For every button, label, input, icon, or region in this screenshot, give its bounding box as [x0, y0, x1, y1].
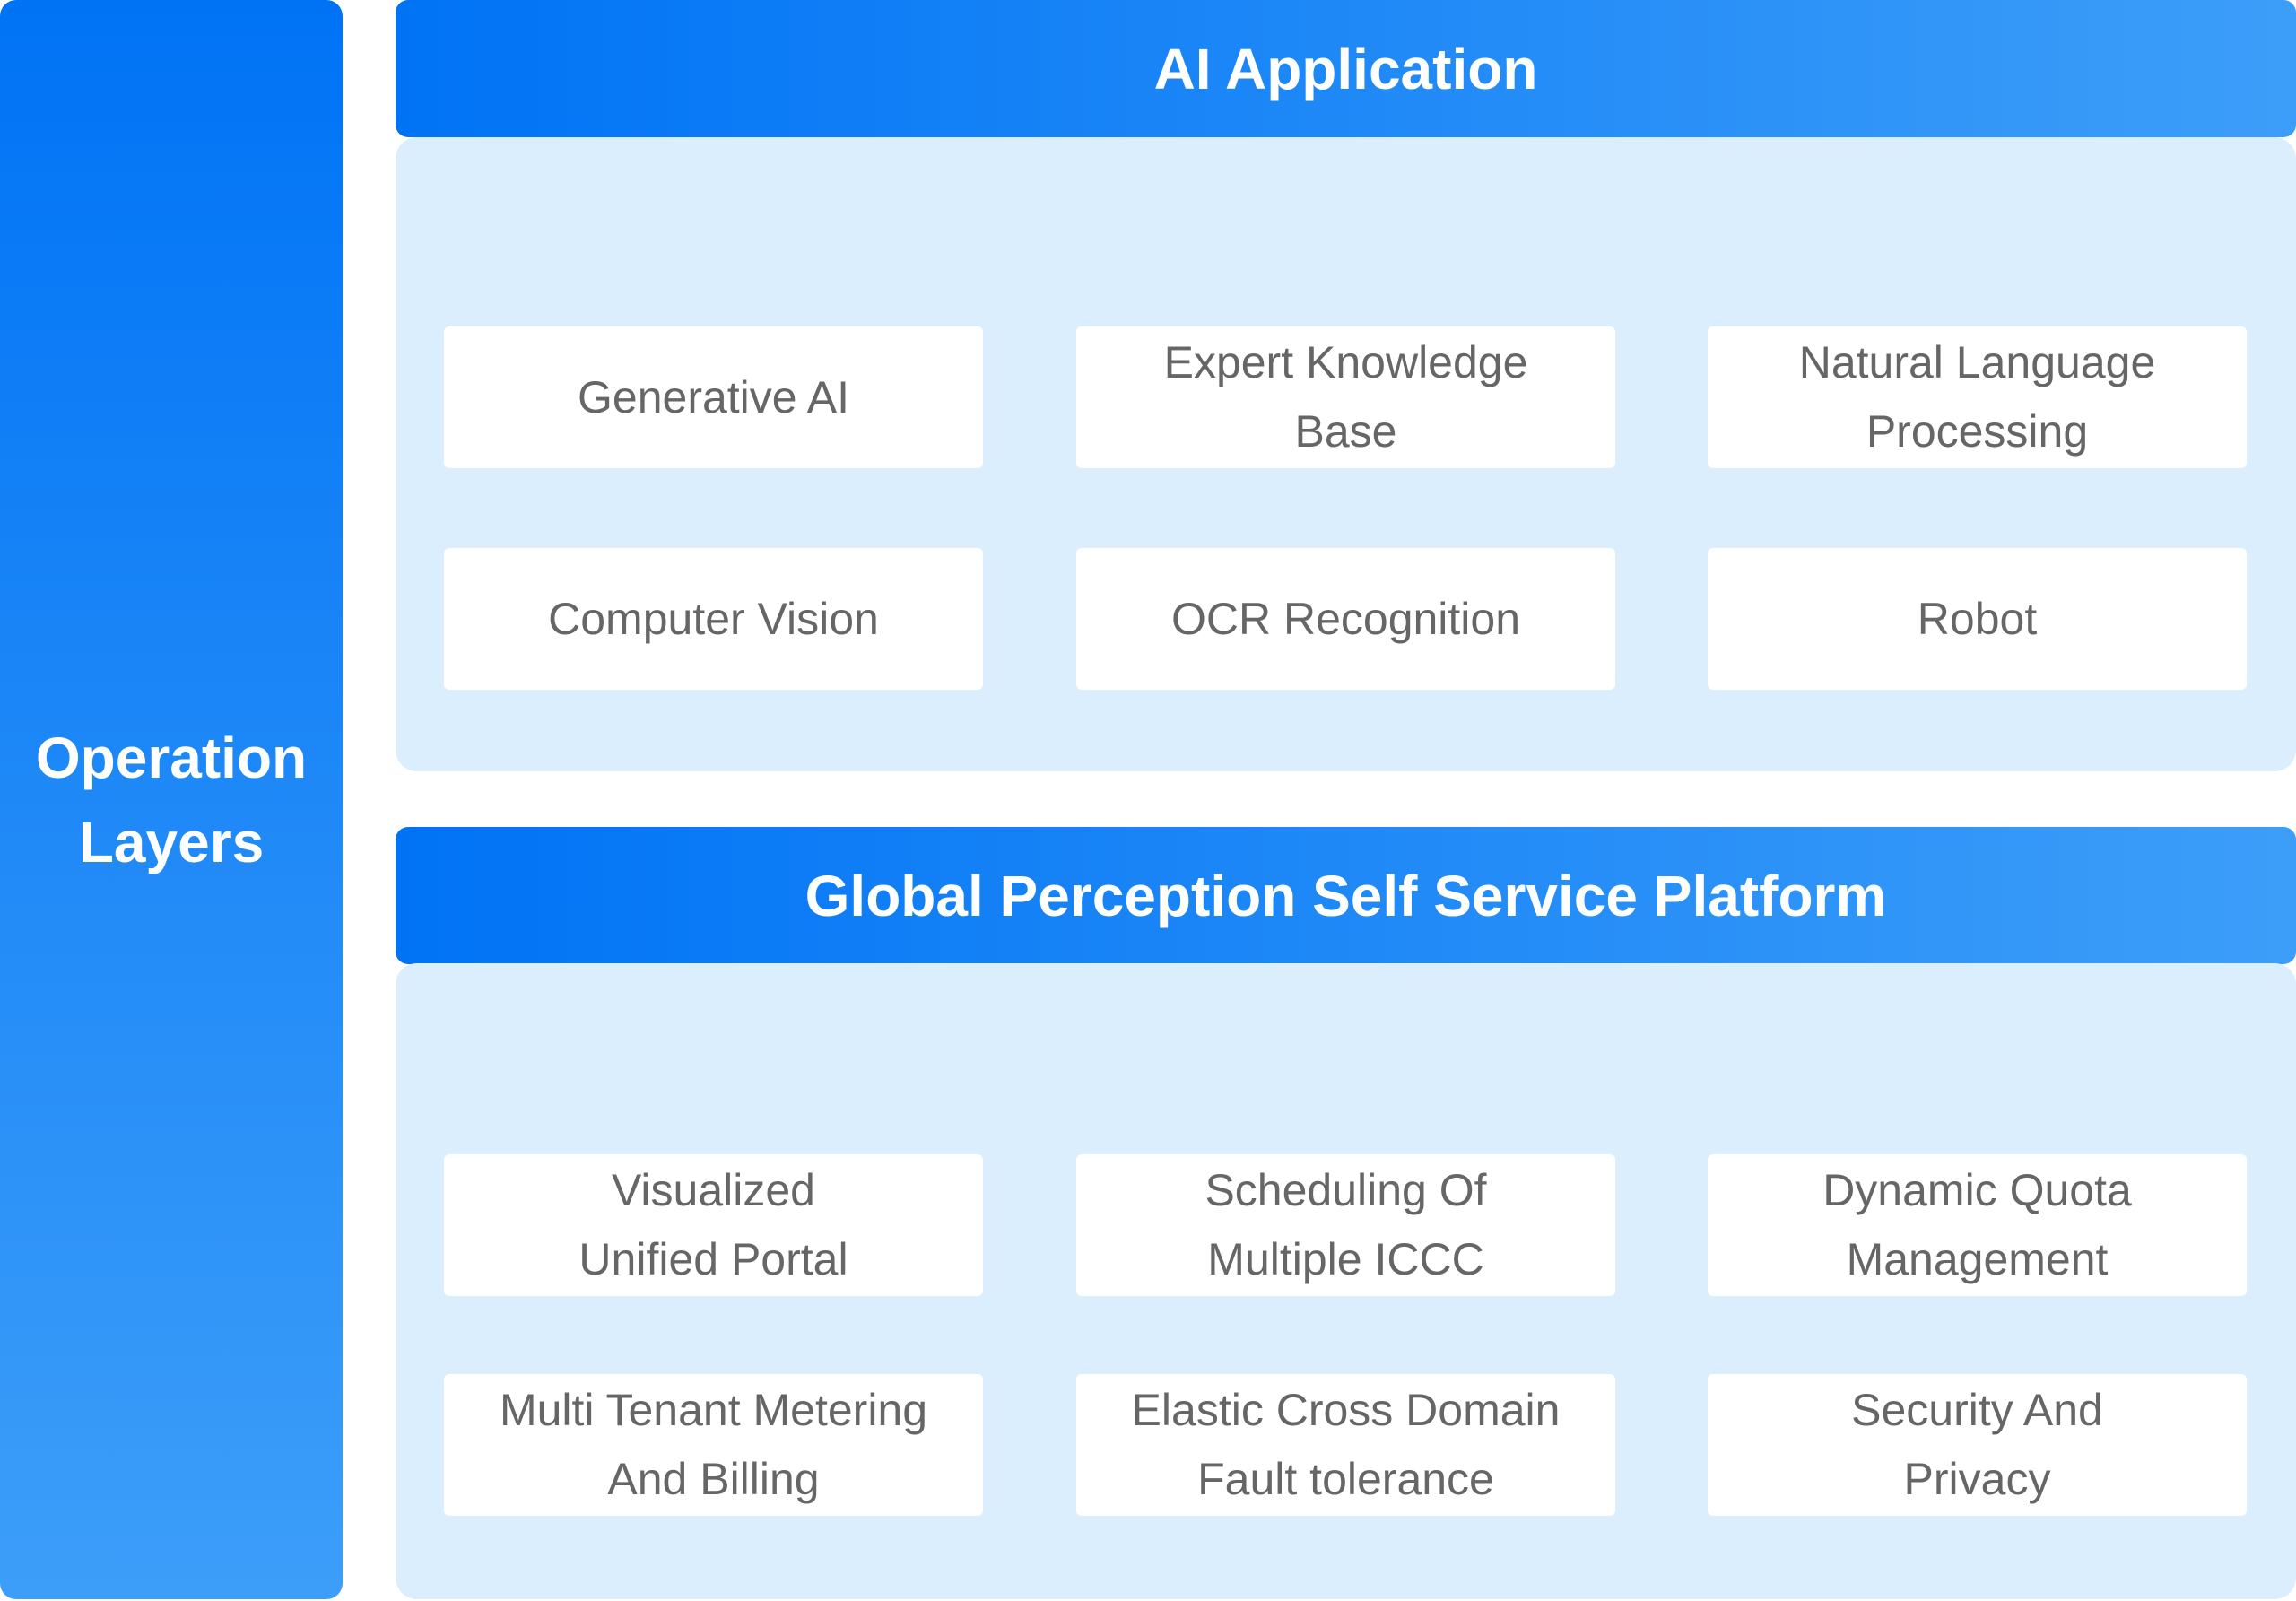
operation-layers-label: Operation Layers	[35, 725, 308, 874]
card-elastic-fault-tolerance: Elastic Cross Domain Fault tolerance	[1076, 1374, 1615, 1516]
card-generative-ai: Generative AI	[444, 326, 983, 468]
ai-application-panel: Generative AI Expert Knowledge Base Natu…	[396, 137, 2296, 771]
card-natural-language-processing: Natural Language Processing	[1708, 326, 2247, 468]
operation-layers-bar: Operation Layers	[0, 0, 343, 1599]
card-computer-vision: Computer Vision	[444, 548, 983, 690]
card-visualized-unified-portal: Visualized Unified Portal	[444, 1154, 983, 1296]
card-expert-knowledge-base: Expert Knowledge Base	[1076, 326, 1615, 468]
card-scheduling-multiple-iccc: Scheduling Of Multiple ICCC	[1076, 1154, 1615, 1296]
card-robot: Robot	[1708, 548, 2247, 690]
card-ocr-recognition: OCR Recognition	[1076, 548, 1615, 690]
card-multi-tenant-metering: Multi Tenant Metering And Billing	[444, 1374, 983, 1516]
card-dynamic-quota-management: Dynamic Quota Management	[1708, 1154, 2247, 1296]
platform-panel: Visualized Unified Portal Scheduling Of …	[396, 963, 2296, 1599]
platform-header: Global Perception Self Service Platform	[396, 827, 2296, 964]
ai-application-header: AI Application	[396, 0, 2296, 137]
card-security-privacy: Security And Privacy	[1708, 1374, 2247, 1516]
